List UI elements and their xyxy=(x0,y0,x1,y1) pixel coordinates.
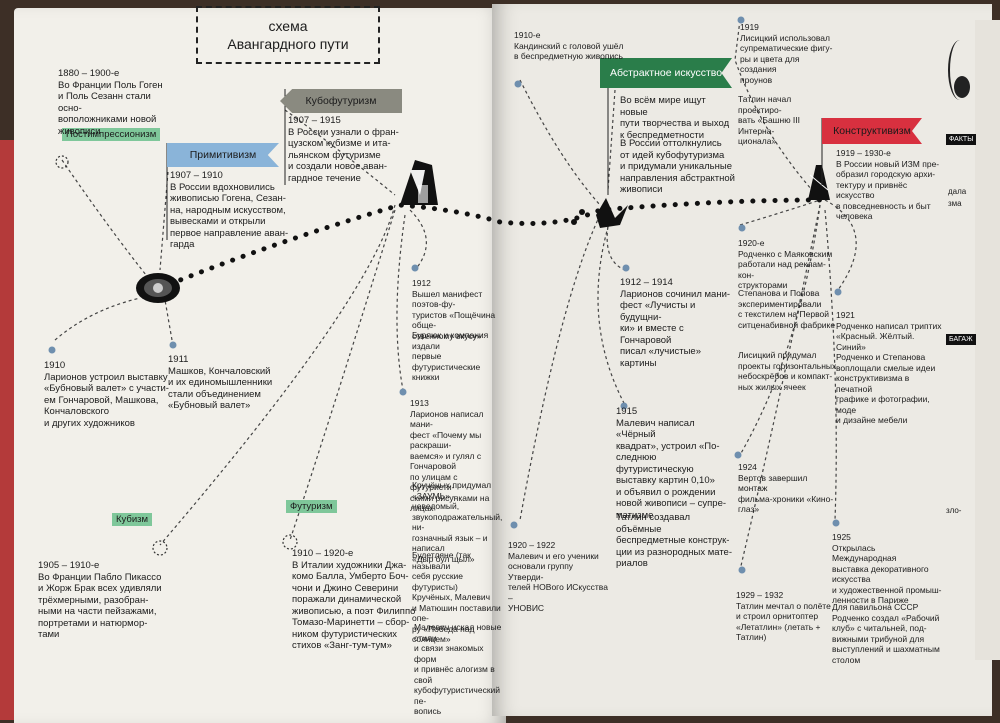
edge-fragment-1: дала xyxy=(948,187,967,196)
title-line-2: Авангардного пути xyxy=(227,36,349,52)
facts-badge: ФАКТЫ xyxy=(946,134,977,145)
entry-1910: 1910 Ларионов устроил выставку«Бубновый … xyxy=(44,360,169,429)
entry-1912-1914: 1912 – 1914 Ларионов сочинил мани-фест «… xyxy=(620,277,731,369)
entry-zaum: Кручёных придумал«ЗАУМЬ» – неведомый, зв… xyxy=(412,480,503,564)
abstract-figure-icon xyxy=(571,198,628,228)
flag-abstract-art: Абстрактное искусство xyxy=(600,58,732,88)
label-cubism: Кубизм xyxy=(112,513,153,526)
entry-tatlin-tower: Татлин начал проектиро-вать «Башню III И… xyxy=(738,94,801,146)
label-postimpressionism: Постимпрессионизм xyxy=(62,128,161,141)
book-cover-edge xyxy=(0,140,16,720)
entry-1921: 1921 Родченко написал триптих«Красный. Ж… xyxy=(836,310,942,352)
tower-icon xyxy=(808,165,830,200)
edge-drawing-icon xyxy=(948,40,972,100)
baggage-badge: БАГАЖ xyxy=(946,334,976,345)
edge-fragment-3: зло- xyxy=(946,506,962,515)
next-page-edge xyxy=(975,20,1000,660)
entry-1910-1920: 1910 – 1920-е В Италии художники Джа-ком… xyxy=(292,548,416,651)
flag-primitivism: Примитивизм xyxy=(167,143,279,167)
entry-1907-1915: 1907 – 1915 В России узнали о фран-цузск… xyxy=(288,115,399,184)
entry-1919-1930: 1919 – 1930-е В России новый ИЗМ пре-обр… xyxy=(836,148,940,221)
edge-fragment-2: зма xyxy=(948,199,962,208)
medallion-icon xyxy=(136,273,180,303)
flag-cubofuturism: Кубофутуризм xyxy=(280,89,402,113)
title-line-1: схема xyxy=(268,18,308,34)
edge-blot-icon xyxy=(954,76,970,98)
left-page xyxy=(14,8,506,723)
diagram-title-box: схема Авангардного пути xyxy=(196,6,380,64)
flag-constructivism: Конструктивизм xyxy=(822,118,922,144)
cubofuturism-figure-icon xyxy=(400,160,438,205)
label-futurism: Футуризм xyxy=(286,500,337,513)
entry-1913: 1913 Ларионов написал мани-фест «Почему … xyxy=(410,398,490,513)
entry-1912: 1912 Вышел манифест поэтов-фу-туристов «… xyxy=(412,278,496,341)
